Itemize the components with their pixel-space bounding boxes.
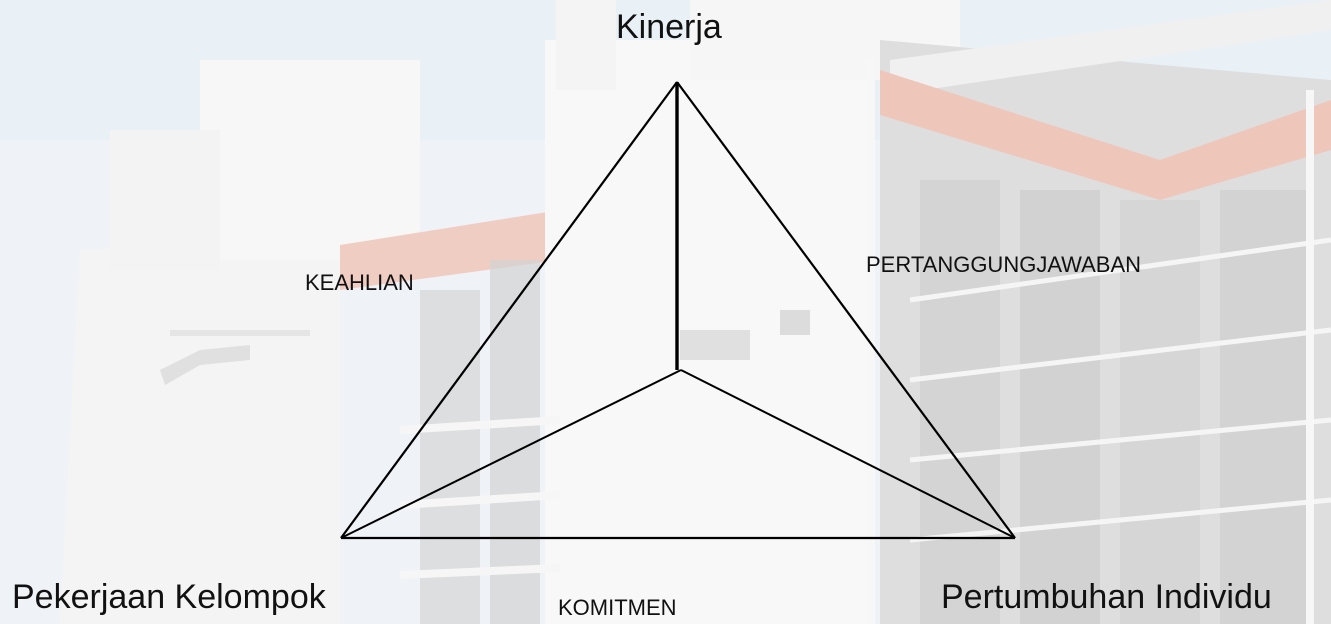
vertex-label-bottom-right: Pertumbuhan Individu [941,580,1272,614]
vertex-label-bottom-left: Pekerjaan Kelompok [12,580,326,614]
edge-label-bottom: KOMITMEN [558,597,677,619]
center-to-right-line [681,370,1015,538]
edge-label-right: PERTANGGUNGJAWABAN [866,254,1141,276]
edge-right-line [677,82,1015,538]
vertex-label-top: Kinerja [616,10,722,44]
edge-label-left: KEAHLIAN [305,272,414,294]
center-to-left-line [341,370,681,538]
edge-left-line [341,82,677,538]
